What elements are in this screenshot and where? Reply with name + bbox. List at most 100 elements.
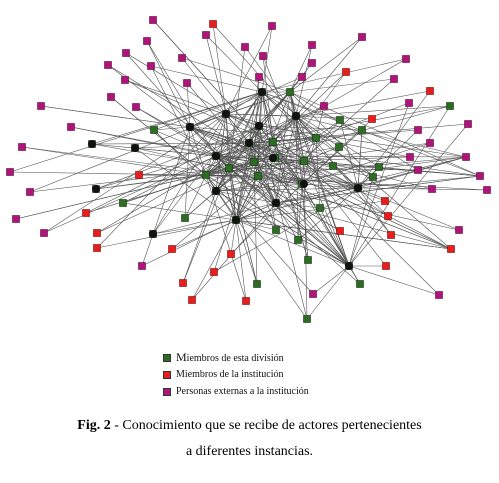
network-edge: [141, 219, 237, 267]
institution-member-node: [135, 171, 143, 179]
network-edge: [289, 44, 313, 93]
network-edge: [205, 174, 350, 267]
network-edge: [181, 57, 291, 93]
external-person-node: [435, 291, 443, 299]
external-person-node: [107, 93, 115, 101]
external-person-node: [320, 102, 328, 110]
network-edge: [248, 91, 263, 144]
external-person-node: [402, 55, 410, 63]
network-edge: [40, 105, 191, 128]
network-edge: [215, 125, 260, 157]
network-edge: [357, 129, 419, 189]
external-person-node: [202, 31, 210, 39]
network-edge: [110, 96, 207, 176]
network-edge: [248, 142, 452, 250]
external-person-node: [132, 103, 140, 111]
network-edge: [152, 219, 237, 235]
legend-item-division: Miembros de esta división: [163, 349, 309, 366]
external-person-node: [259, 52, 267, 60]
division-member-node: [369, 173, 377, 181]
network-edge: [215, 115, 297, 157]
network-edge: [205, 34, 227, 115]
hub-arrowhead-cluster: [212, 152, 220, 160]
network-edge: [215, 190, 350, 267]
figure-caption-line1: Fig. 2 - Conocimiento que se recibe de a…: [0, 418, 499, 434]
network-edge: [228, 167, 258, 285]
network-edge: [215, 115, 297, 192]
division-member-node: [253, 280, 261, 288]
division-member-node: [269, 138, 277, 146]
division-member-node: [303, 315, 311, 323]
network-edge: [146, 40, 217, 157]
legend-swatch-division: [163, 353, 171, 362]
institution-member-node: [168, 245, 176, 253]
network-edge: [261, 91, 317, 139]
network-edge: [225, 25, 273, 115]
network-edge: [258, 91, 291, 127]
network-edge: [135, 106, 217, 157]
institution-member-node: [242, 297, 250, 305]
network-edge: [153, 126, 191, 131]
network-edge: [295, 115, 467, 158]
network-edge: [303, 142, 431, 162]
network-edge: [205, 174, 460, 231]
division-member-node: [336, 116, 344, 124]
network-edge: [215, 190, 277, 204]
hub-arrowhead-cluster: [255, 122, 263, 130]
legend-item-external: Personas externas a la institución: [163, 383, 309, 400]
network-edge: [235, 78, 395, 221]
network-edge: [205, 137, 317, 176]
network-edge: [253, 161, 277, 204]
network-edge: [215, 137, 317, 157]
network-edge: [357, 187, 488, 191]
division-member-node: [446, 102, 454, 110]
network-edge: [272, 141, 359, 189]
network-edge: [261, 25, 273, 93]
external-person-node: [414, 126, 422, 134]
network-nodes: [6, 16, 491, 323]
network-edge: [225, 113, 274, 143]
division-member-node: [356, 280, 364, 288]
external-person-node: [26, 188, 34, 196]
network-graph: [6, 16, 491, 323]
external-person-node: [122, 49, 130, 57]
institution-member-node: [179, 279, 187, 287]
network-edge: [212, 23, 227, 115]
network-edge: [96, 161, 255, 234]
legend-label-institution: Miembros de la institución: [176, 369, 284, 380]
network-edge: [189, 126, 452, 250]
network-edge: [248, 142, 350, 267]
network-edge: [91, 143, 230, 169]
network-edge: [348, 105, 451, 267]
network-edge: [213, 187, 359, 273]
network-edge: [189, 126, 350, 267]
network-edge: [253, 137, 317, 163]
network-edge: [228, 167, 277, 204]
network-edge: [348, 265, 440, 296]
network-edge: [303, 160, 350, 267]
institution-member-node: [381, 197, 389, 205]
external-person-node: [40, 229, 48, 237]
network-edge: [215, 155, 481, 177]
network-edge: [258, 125, 308, 320]
network-edge: [357, 175, 481, 189]
institution-member-node: [426, 87, 434, 95]
network-edge: [186, 82, 191, 128]
hub-arrowhead-cluster: [131, 144, 139, 152]
network-edge: [289, 91, 303, 185]
hub-arrowhead-cluster: [245, 139, 253, 147]
network-edge: [225, 91, 263, 115]
network-edge: [295, 105, 451, 117]
network-edge: [152, 91, 263, 235]
network-edge: [253, 161, 350, 267]
division-member-node: [250, 158, 258, 166]
network-edge: [182, 190, 217, 284]
network-edge: [235, 156, 467, 221]
network-edge: [235, 219, 247, 302]
network-edge: [289, 36, 363, 93]
network-edge: [205, 174, 247, 302]
network-edge: [122, 202, 237, 221]
network-edge: [96, 219, 237, 249]
network-edge: [134, 147, 237, 221]
network-edge: [235, 71, 347, 221]
